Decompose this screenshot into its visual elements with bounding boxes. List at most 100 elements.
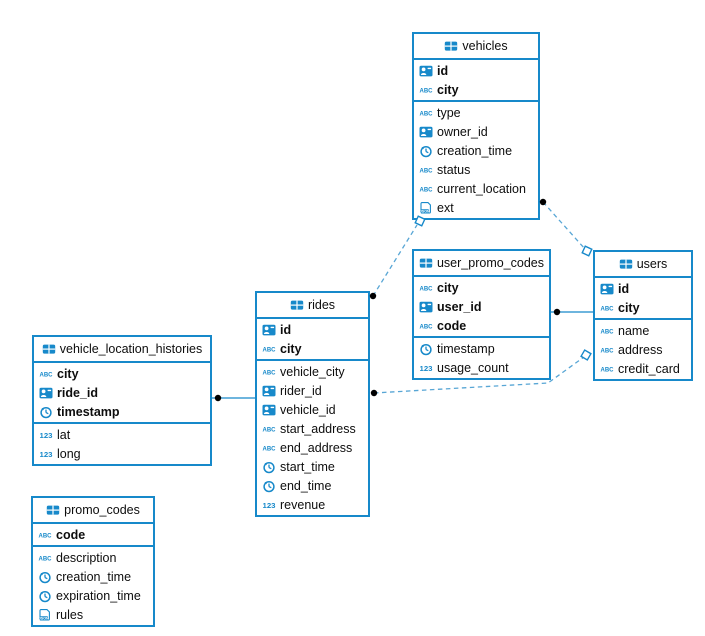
relation-line-vehicles-users [542, 201, 586, 250]
relation-dot-end [370, 389, 378, 397]
number-type-icon: 123 [419, 361, 433, 375]
column-name: id [618, 281, 630, 296]
number-type-icon: 123 [39, 428, 53, 442]
svg-text:123: 123 [420, 363, 433, 372]
relation-diamond-end [580, 349, 592, 361]
columns-section: ABC description creation_time expiration_ti… [33, 545, 153, 625]
relation-dot-end [214, 394, 222, 402]
number-type-icon: 123 [262, 498, 276, 512]
svg-text:ABC: ABC [39, 532, 52, 539]
column-name: user_id [437, 299, 482, 314]
column-revenue: 123 revenue [257, 495, 368, 514]
table-header: rides [257, 293, 368, 319]
table-header: users [595, 252, 691, 278]
string-type-icon: ABC [38, 551, 52, 565]
table-icon [619, 257, 633, 271]
id-type-icon [262, 384, 276, 398]
svg-text:JSON: JSON [39, 616, 49, 620]
column-name: address [618, 342, 663, 357]
column-name: timestamp [57, 404, 120, 419]
table-header: vehicle_location_histories [34, 337, 210, 363]
id-type-icon [262, 403, 276, 417]
column-name: city [437, 280, 459, 295]
column-name: timestamp [437, 341, 495, 356]
column-rules: JSON rules [33, 605, 153, 624]
svg-text:ABC: ABC [601, 347, 614, 354]
id-type-icon [419, 125, 433, 139]
column-creation_time: creation_time [33, 567, 153, 586]
column-name: lat [57, 427, 71, 442]
column-name: long [57, 446, 81, 461]
time-type-icon [38, 570, 52, 584]
column-id: id [595, 279, 691, 298]
time-type-icon [419, 144, 433, 158]
column-end_time: end_time [257, 476, 368, 495]
string-type-icon: ABC [262, 342, 276, 356]
table-header: vehicles [414, 34, 538, 60]
column-name: expiration_time [56, 588, 141, 603]
string-type-icon: ABC [600, 343, 614, 357]
column-name: revenue [280, 497, 326, 512]
table-icon [419, 256, 433, 270]
column-name: credit_card [618, 361, 680, 376]
column-name: city [437, 82, 459, 97]
string-type-icon: ABC [419, 182, 433, 196]
svg-text:ABC: ABC [40, 371, 53, 378]
column-name: description [56, 550, 117, 565]
svg-text:123: 123 [40, 449, 53, 458]
column-rider_id: rider_id [257, 381, 368, 400]
relation-dot-end [369, 292, 377, 300]
column-name: city [618, 300, 640, 315]
svg-text:ABC: ABC [420, 167, 433, 174]
column-city: ABC city [595, 298, 691, 317]
column-name: end_address [280, 440, 353, 455]
string-type-icon: ABC [419, 163, 433, 177]
column-owner_id: owner_id [414, 122, 538, 141]
table-name: rides [307, 298, 336, 312]
column-name: start_address [280, 421, 356, 436]
relation-diamond-end [581, 245, 593, 257]
string-type-icon: ABC [262, 365, 276, 379]
column-city: ABC city [257, 339, 368, 358]
column-creation_time: creation_time [414, 141, 538, 160]
column-address: ABC address [595, 340, 691, 359]
column-name: code [437, 318, 467, 333]
column-ride_id: ride_id [34, 383, 210, 402]
time-type-icon [262, 460, 276, 474]
column-name: name [618, 323, 650, 338]
table-name: promo_codes [64, 503, 140, 517]
json-type-icon: JSON [38, 608, 52, 622]
column-name: vehicle_id [280, 402, 336, 417]
svg-text:ABC: ABC [601, 305, 614, 312]
string-type-icon: ABC [419, 106, 433, 120]
table-icon [290, 298, 304, 312]
table-name: vehicle_location_histories [59, 342, 203, 356]
string-type-icon: ABC [419, 83, 433, 97]
string-type-icon: ABC [600, 301, 614, 315]
column-timestamp: timestamp [414, 339, 549, 358]
column-name: city [280, 341, 302, 356]
time-type-icon [419, 342, 433, 356]
column-name: id [437, 63, 449, 78]
string-type-icon: ABC [39, 367, 53, 381]
column-name: rules [56, 607, 84, 622]
id-type-icon [600, 282, 614, 296]
